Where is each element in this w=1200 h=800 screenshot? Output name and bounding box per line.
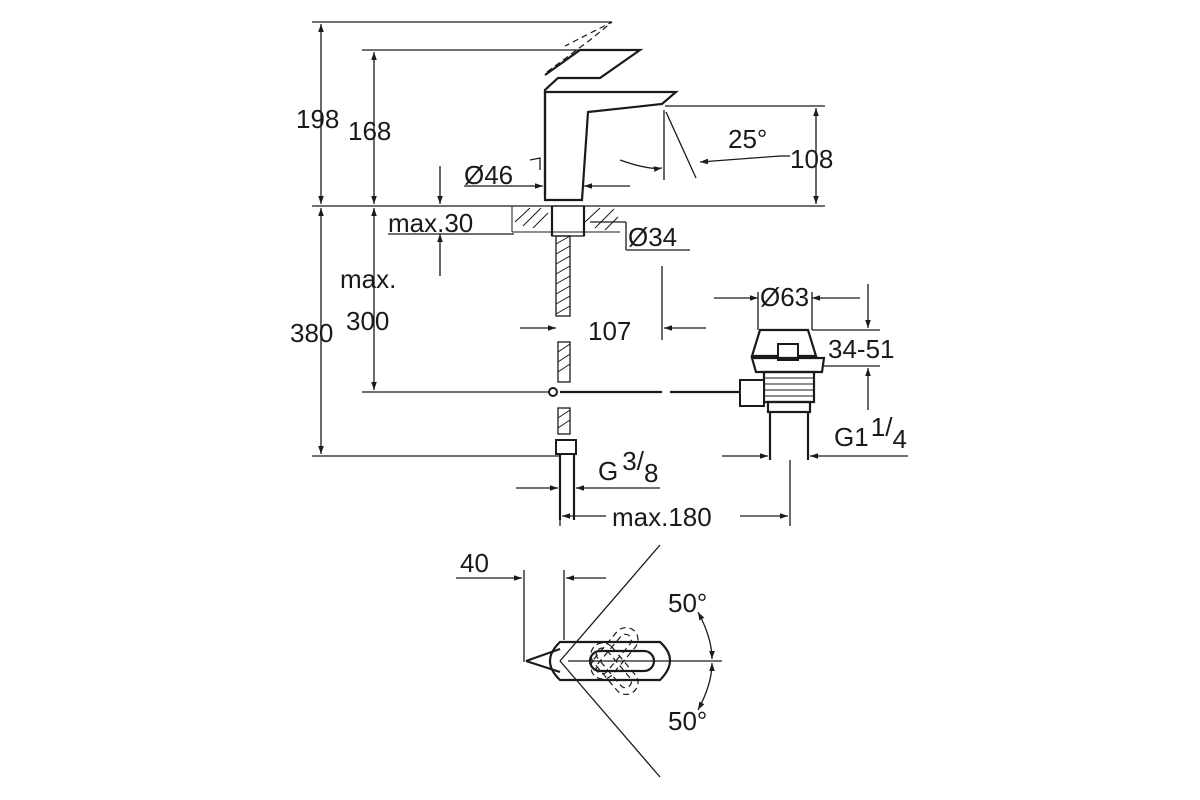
dim-168: 168	[348, 116, 391, 146]
lever-handle	[543, 48, 644, 195]
dim-107: 107	[588, 316, 631, 346]
dim-max-30: max.30	[388, 208, 473, 238]
dim-300: 300	[346, 306, 389, 336]
faucet-top-view	[456, 544, 722, 778]
dim-380: 380	[290, 318, 333, 348]
dim-46-dia: Ø46	[464, 160, 513, 190]
dim-25-deg: 25°	[728, 124, 767, 154]
faucet-body	[543, 90, 679, 202]
dim-40: 40	[460, 548, 489, 578]
dim-50-deg-up: 50°	[668, 588, 707, 618]
deck-hatching	[511, 206, 620, 233]
dim-108: 108	[790, 144, 833, 174]
supply-hose	[555, 235, 577, 520]
dimension-lines	[312, 21, 908, 526]
waste-assembly	[739, 328, 826, 460]
lever-top	[548, 640, 672, 682]
dim-max-label: max.	[340, 264, 396, 294]
dim-max-180: max.180	[612, 502, 712, 532]
dimension-labels: 198 168 25° 108 Ø46 max.30 Ø34 max. 380 …	[290, 104, 907, 736]
dim-198: 198	[296, 104, 339, 134]
lever-open-position	[546, 21, 613, 73]
dim-34-51: 34-51	[828, 334, 895, 364]
dim-34-dia: Ø34	[628, 222, 677, 252]
dim-63-dia: Ø63	[760, 282, 809, 312]
dim-50-deg-down: 50°	[668, 706, 707, 736]
